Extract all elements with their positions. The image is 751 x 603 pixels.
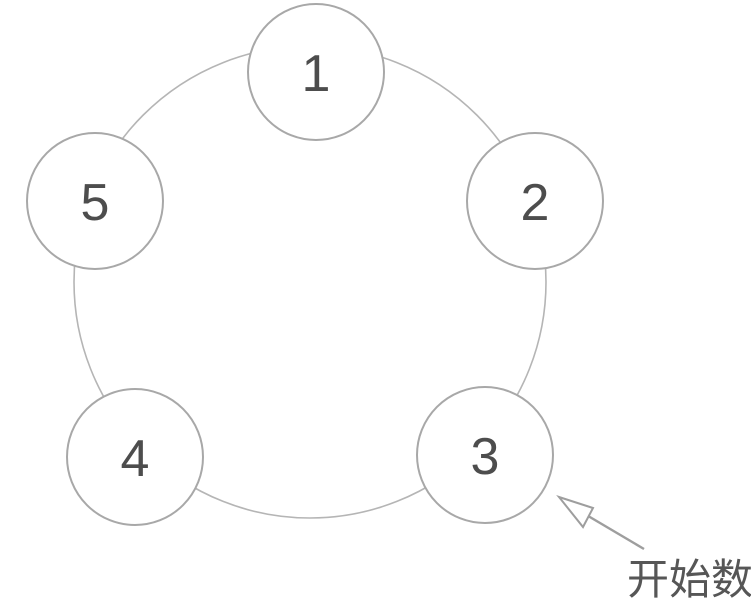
node-3-label: 3	[471, 428, 500, 486]
start-counting-label: 开始数	[627, 556, 751, 603]
node-2: 2	[466, 132, 604, 270]
start-annotation: 开始数	[556, 495, 751, 603]
node-2-label: 2	[521, 174, 550, 232]
node-3-circle	[416, 386, 554, 524]
arrow-head-icon	[556, 495, 595, 529]
node-5-circle	[26, 132, 164, 270]
nodes-group: 1 2 3 4 5	[26, 3, 604, 526]
node-4-circle	[66, 388, 204, 526]
node-5-label: 5	[81, 174, 110, 232]
node-1: 1	[247, 3, 385, 141]
node-4: 4	[66, 388, 204, 526]
node-1-label: 1	[302, 45, 331, 103]
node-5: 5	[26, 132, 164, 270]
node-2-circle	[466, 132, 604, 270]
node-3: 3	[416, 386, 554, 524]
node-4-label: 4	[121, 430, 150, 488]
node-1-circle	[247, 3, 385, 141]
